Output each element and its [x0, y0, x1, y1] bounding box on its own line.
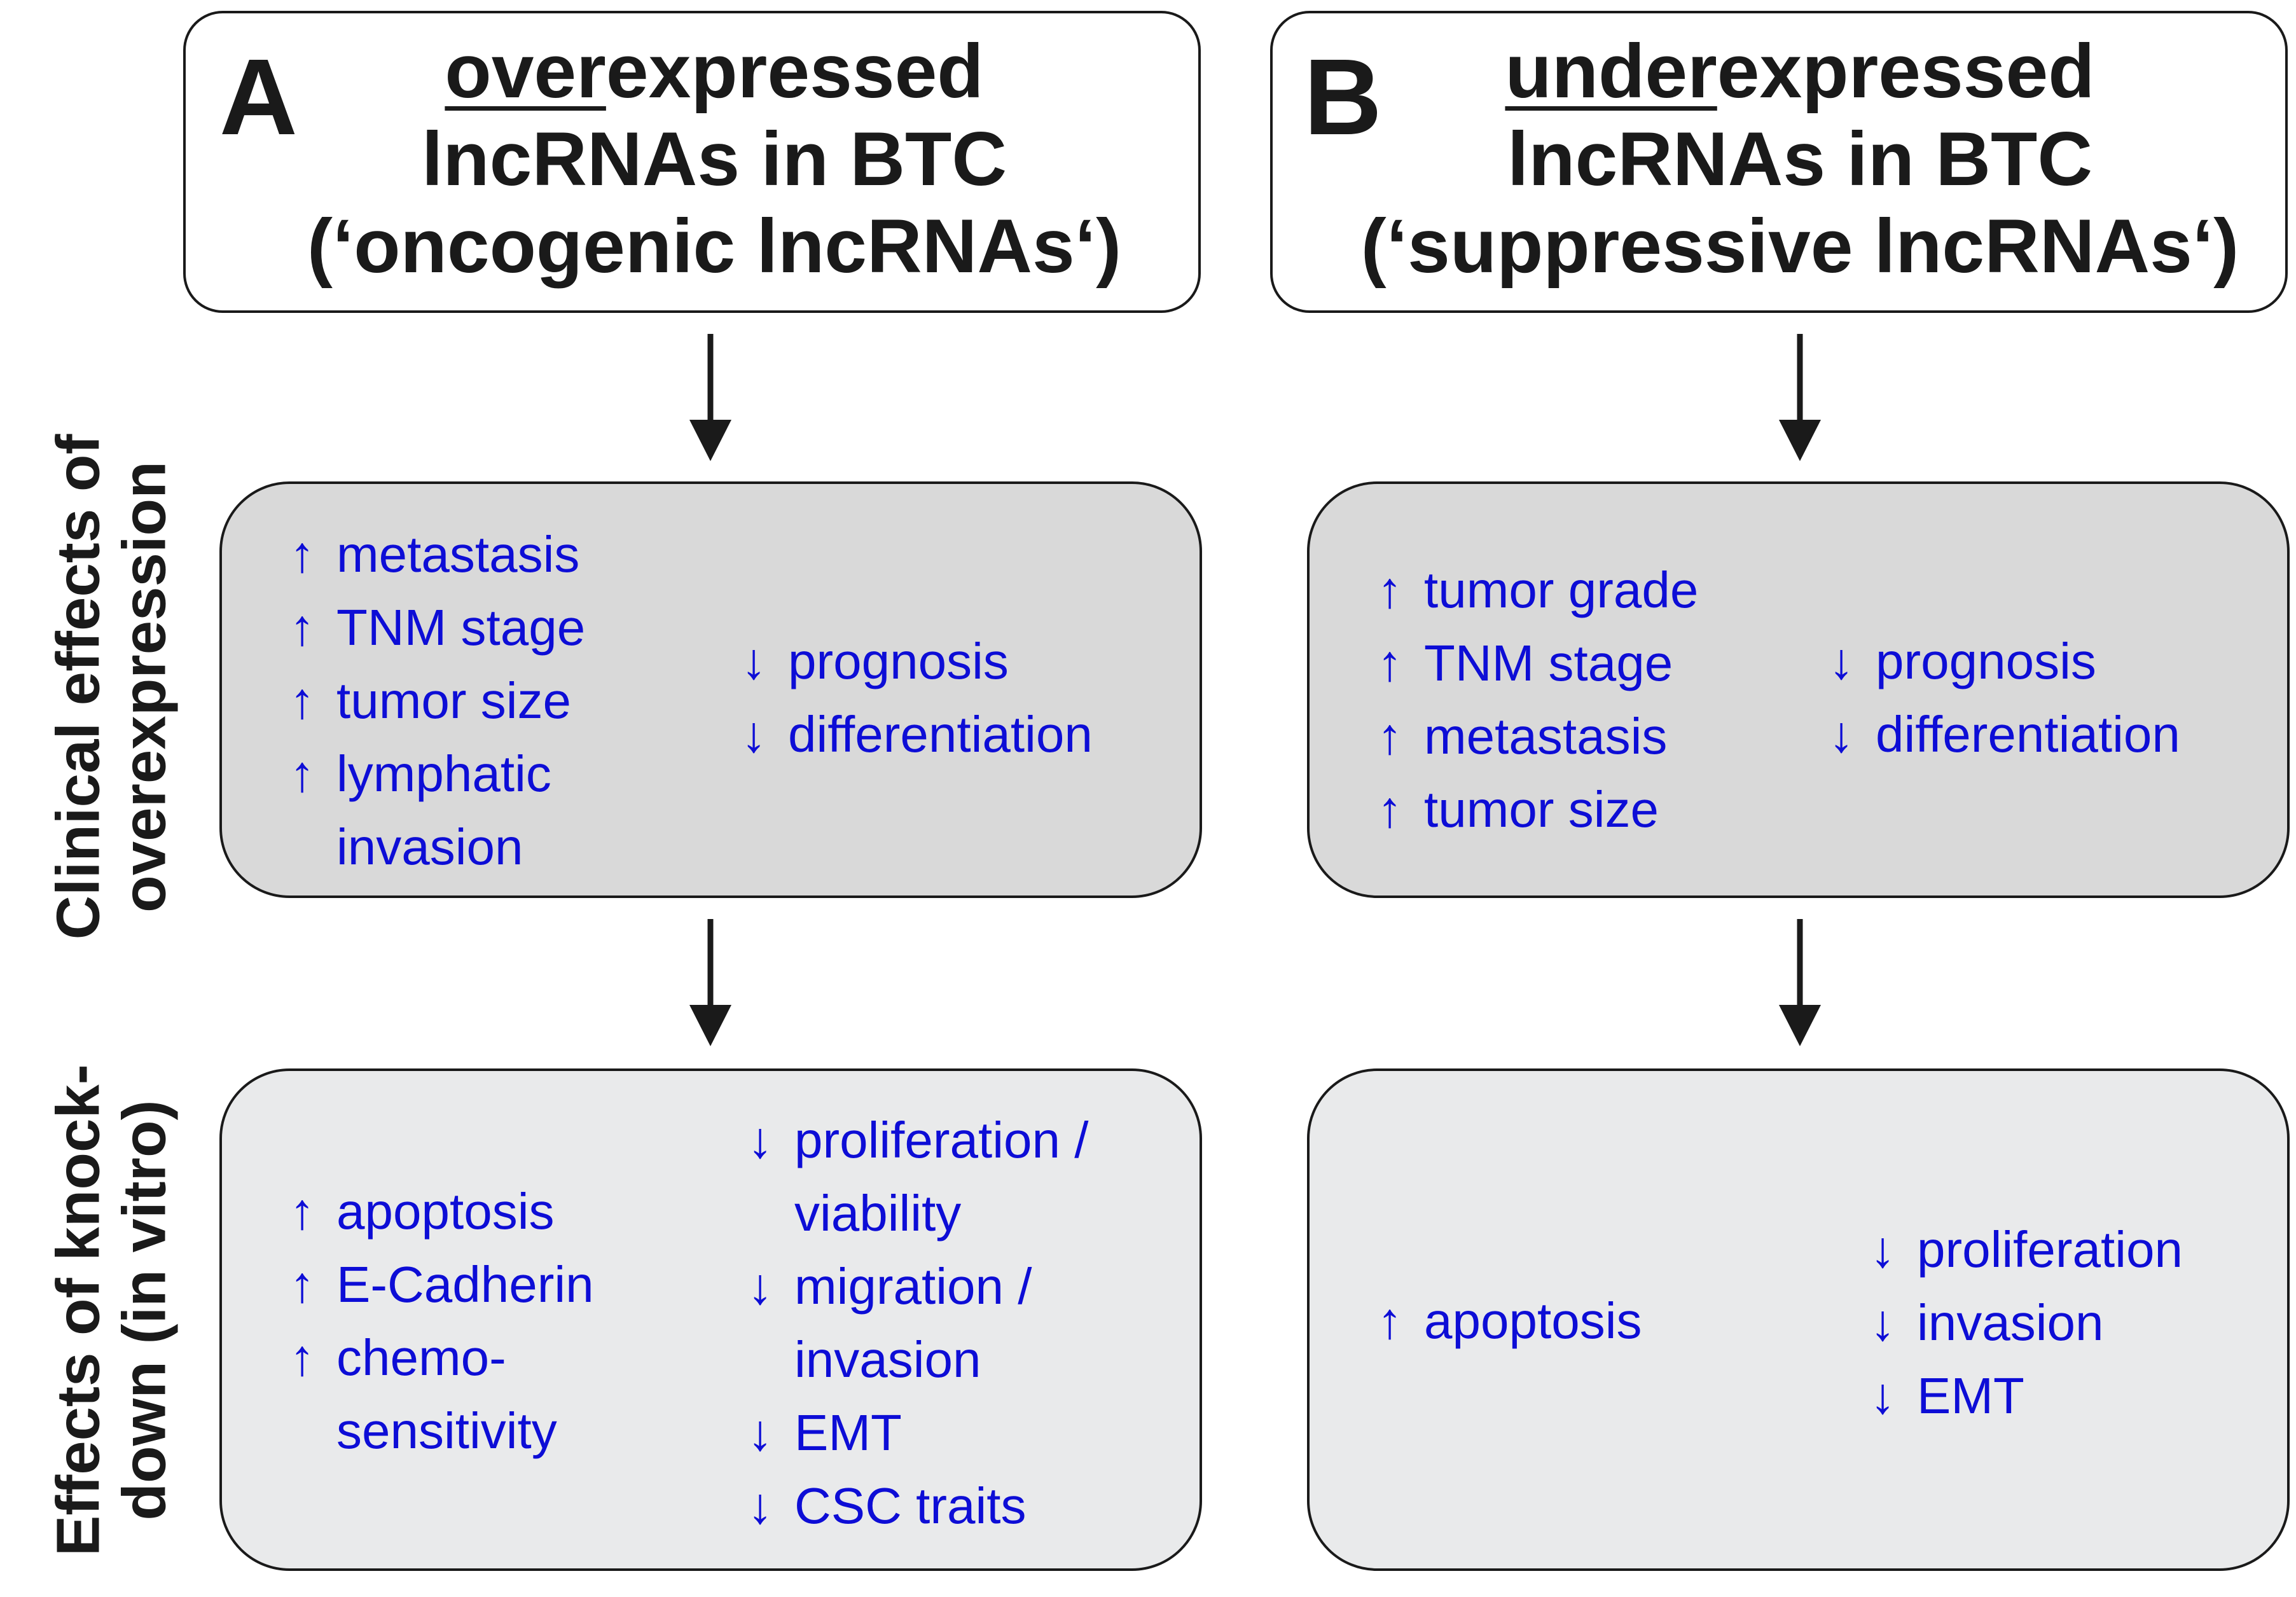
list-item: ↑tumor size: [1377, 781, 1659, 838]
list-item: ↓invasion: [1870, 1294, 2104, 1351]
list-item: ↓differentiation: [1829, 706, 2180, 763]
list-item: ↓EMT: [1870, 1367, 2024, 1424]
panel-b-header-box: [1270, 11, 2288, 313]
panel-b-title-line2: lncRNAs in BTC: [1507, 116, 2093, 202]
arrowhead-a-1: [689, 420, 731, 461]
panel-b-knockdown-box: [1307, 1068, 2290, 1571]
panel-a-title-rest: expressed: [605, 29, 984, 114]
arrowhead-b-1: [1779, 420, 1821, 461]
list-item: ↑E-Cadherin: [289, 1256, 594, 1313]
list-item: ↑metastasis: [1377, 708, 1668, 764]
list-item: ↑TNM stage: [1377, 635, 1673, 691]
panel-b-title-rest: expressed: [1717, 29, 2095, 114]
list-item: invasion: [794, 1331, 981, 1388]
panel-a-title-line2: lncRNAs in BTC: [421, 116, 1007, 202]
list-item: ↑apoptosis: [1377, 1292, 1642, 1349]
list-item: ↑tumor size: [289, 672, 571, 729]
list-item: ↑apoptosis: [289, 1183, 555, 1240]
list-item: ↓EMT: [747, 1404, 902, 1461]
list-item: ↑TNM stage: [289, 599, 586, 656]
panel-a-title-underlined: over: [445, 29, 606, 114]
panel-a-knockdown-box: [219, 1068, 1202, 1571]
panel-b-title-line1: underexpressed: [1272, 33, 2296, 109]
list-item: ↑tumor grade: [1377, 562, 1699, 618]
panel-b-clinical-box: [1307, 481, 2290, 898]
panel-a-title-line3: (‘oncogenic lncRNAs‘): [307, 204, 1122, 289]
panel-a-letter: A: [219, 37, 298, 158]
panel-a-header-box: [183, 11, 1201, 313]
panel-b-title-line3: (‘suppressive lncRNAs‘): [1360, 204, 2239, 289]
list-item: ↑lymphatic: [289, 745, 551, 802]
list-item: ↓prognosis: [741, 633, 1009, 689]
panel-a-title-line1: overexpressed: [183, 33, 1245, 109]
list-item: ↓migration /: [747, 1258, 1032, 1315]
list-item: ↓differentiation: [741, 706, 1093, 763]
list-item: ↓CSC traits: [747, 1477, 1027, 1534]
arrowhead-a-2: [689, 1005, 731, 1046]
list-item: invasion: [336, 819, 523, 875]
panel-a-clinical-box: [219, 481, 1202, 898]
list-item: viability: [794, 1185, 962, 1241]
list-item: ↑metastasis: [289, 526, 580, 583]
arrowhead-b-2: [1779, 1005, 1821, 1046]
panel-b-title-underlined: under: [1505, 29, 1717, 114]
list-item: ↓prognosis: [1829, 633, 2096, 689]
list-item: sensitivity: [336, 1402, 557, 1459]
list-item: ↓proliferation /: [747, 1112, 1089, 1168]
list-item: ↑chemo-: [289, 1329, 506, 1386]
panel-b-letter: B: [1304, 37, 1382, 158]
list-item: ↓proliferation: [1870, 1221, 2183, 1278]
